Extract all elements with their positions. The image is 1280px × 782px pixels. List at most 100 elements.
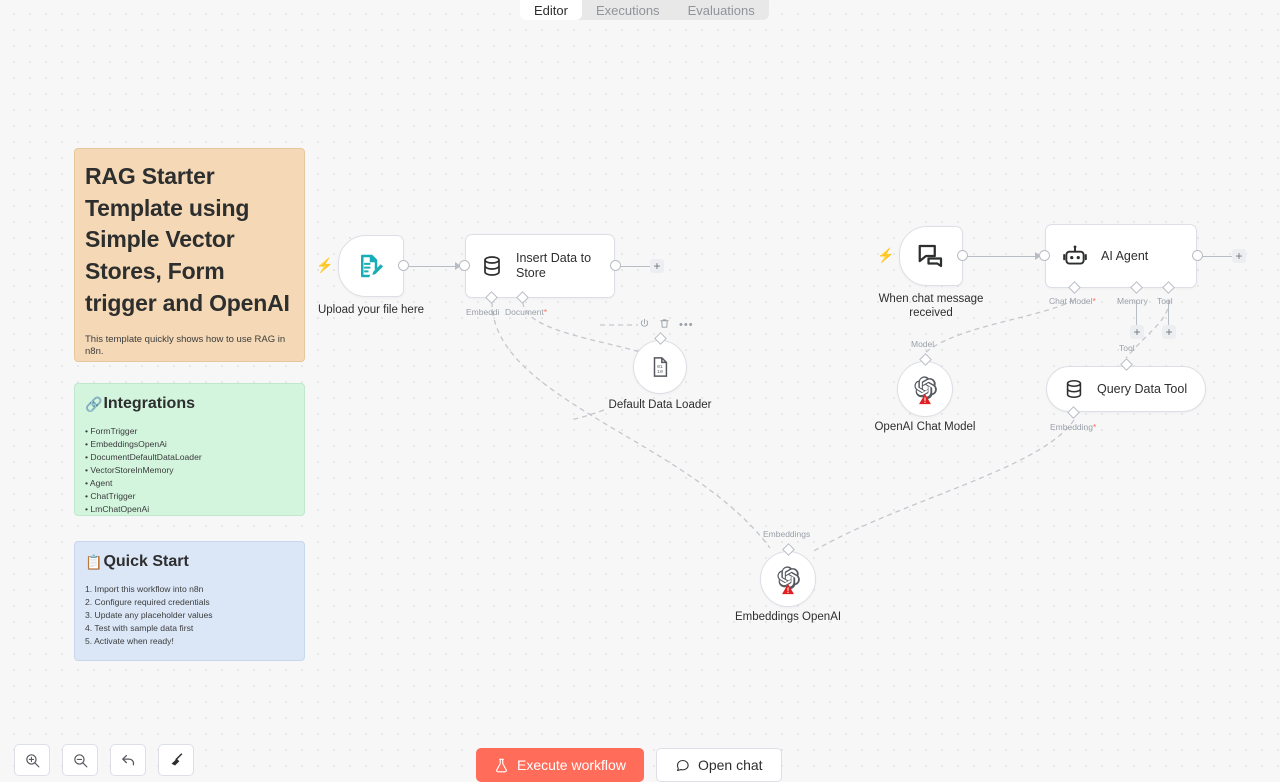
tab-evaluations[interactable]: Evaluations [674,0,769,20]
insert-data-embedding-label: Embeddi [466,307,500,317]
tidy-up-button[interactable] [158,744,194,776]
data-loader-toolbar[interactable]: ••• [639,317,694,333]
sticky-note-title-text: RAG Starter Template using Simple Vector… [85,161,294,320]
query-data-tool-top-label: Tool [1119,343,1135,353]
database-icon [1063,378,1085,400]
zoom-in-icon [24,752,41,769]
zoom-out-button[interactable] [62,744,98,776]
node-query-data-tool[interactable]: Query Data Tool Tool Embedding* [1046,366,1206,412]
chat-trigger-box[interactable] [899,226,963,286]
workflow-action-buttons[interactable]: Execute workflow Open chat [476,748,782,782]
power-icon[interactable] [639,317,650,333]
ai-agent-box[interactable]: AI Agent [1045,224,1197,288]
node-default-data-loader[interactable]: ••• 01 10 Default Data Loader [633,340,687,394]
tab-editor[interactable]: Editor [520,0,582,20]
ai-agent-input-port[interactable] [1039,250,1050,261]
ai-agent-title: AI Agent [1101,249,1148,264]
list-item: • LmChatOpenAi [85,503,294,516]
sticky-note-quickstart[interactable]: 📋 Quick Start 1. Import this workflow in… [74,541,305,661]
chat-trigger-label: When chat message received [846,292,1016,321]
warning-icon [919,393,932,405]
list-item: • Agent [85,477,294,490]
openai-chat-model-label: OpenAI Chat Model [850,420,1000,434]
wire-chattrigger-to-agent [965,256,1043,257]
clipboard-icon: 📋 [85,555,102,569]
more-icon[interactable]: ••• [679,320,694,331]
query-data-tool-title: Query Data Tool [1097,382,1187,397]
node-ai-agent[interactable]: AI Agent Chat Model* Memory Tool [1045,224,1197,288]
execute-workflow-button[interactable]: Execute workflow [476,748,644,782]
canvas-zoom-controls[interactable] [14,744,194,776]
svg-text:10: 10 [657,369,663,375]
insert-data-input-port[interactable] [459,260,470,271]
quickstart-heading: 📋 Quick Start [85,554,294,570]
ai-agent-chatmodel-label: Chat Model* [1049,296,1096,306]
chat-icon [675,758,690,773]
reset-zoom-button[interactable] [110,744,146,776]
list-item: 4. Test with sample data first [85,622,294,635]
ai-agent-memory-label: Memory [1117,296,1148,306]
open-chat-button[interactable]: Open chat [656,748,782,782]
query-data-tool-embedding-label: Embedding* [1050,422,1096,432]
add-memory-node-button[interactable]: + [1130,325,1144,339]
list-item: 1. Import this workflow into n8n [85,583,294,596]
node-embeddings-openai[interactable]: Embeddings Embeddings OpenAI [760,551,816,607]
ai-agent-tool-label: Tool [1157,296,1173,306]
node-chat-trigger[interactable]: ⚡ When chat message received [899,226,963,286]
insert-data-title: Insert Data to Store [516,251,591,281]
zoom-in-button[interactable] [14,744,50,776]
node-form-trigger[interactable]: ⚡ Upload your file here [338,235,404,297]
workflow-tabbar[interactable]: Editor Executions Evaluations [520,0,769,20]
openai-chat-model-box[interactable] [897,361,953,417]
node-insert-data-to-store[interactable]: Insert Data to Store Embeddi Document* [465,234,615,298]
chat-trigger-output-port[interactable] [957,250,968,261]
wire-agent-to-plus [1198,256,1234,257]
wire-insert-to-plus [620,266,652,267]
execute-workflow-label: Execute workflow [517,757,626,773]
reset-zoom-icon [120,752,137,769]
embeddings-openai-port-label: Embeddings [763,529,810,539]
integrations-list: • FormTrigger • EmbeddingsOpenAi • Docum… [85,425,294,516]
add-node-after-insert-button[interactable]: + [650,259,664,273]
node-openai-chat-model[interactable]: Model OpenAI Chat Model [897,361,953,417]
sticky-note-title-subtitle: This template quickly shows how to use R… [85,334,294,360]
list-item: • EmbeddingsOpenAi [85,438,294,451]
list-item: 3. Update any placeholder values [85,609,294,622]
form-trigger-output-port[interactable] [398,260,409,271]
add-tool-node-button[interactable]: + [1162,325,1176,339]
openai-chat-model-port-label: Model [911,339,934,349]
insert-data-output-port[interactable] [610,260,621,271]
chat-bubbles-icon [916,241,946,271]
insert-data-document-label: Document* [505,307,547,317]
add-node-after-agent-button[interactable]: + [1232,249,1246,263]
tidy-up-broom-icon [168,752,185,769]
link-icon: 🔗 [85,397,102,411]
integrations-heading-text: Integrations [103,396,195,412]
insert-data-box[interactable]: Insert Data to Store [465,234,615,298]
list-item: • FormTrigger [85,425,294,438]
trash-icon[interactable] [659,317,670,333]
svg-text:01: 01 [657,364,663,370]
data-loader-box[interactable]: 01 10 [633,340,687,394]
quickstart-list: 1. Import this workflow into n8n 2. Conf… [85,583,294,648]
flask-icon [494,758,509,773]
sticky-note-title[interactable]: RAG Starter Template using Simple Vector… [74,148,305,362]
list-item: • ChatTrigger [85,490,294,503]
form-trigger-box[interactable] [338,235,404,297]
data-loader-label: Default Data Loader [585,398,735,412]
trigger-bolt-icon: ⚡ [877,248,894,262]
quickstart-heading-text: Quick Start [103,554,188,570]
ai-agent-output-port[interactable] [1192,250,1203,261]
embeddings-openai-label: Embeddings OpenAI [713,610,863,624]
embeddings-openai-box[interactable] [760,551,816,607]
warning-icon [782,583,795,595]
form-trigger-label: Upload your file here [286,303,456,317]
list-item: • DocumentDefaultDataLoader [85,451,294,464]
sticky-note-integrations[interactable]: 🔗 Integrations • FormTrigger • Embedding… [74,383,305,516]
query-data-tool-box[interactable]: Query Data Tool [1046,366,1206,412]
trigger-bolt-icon: ⚡ [316,258,333,272]
open-chat-label: Open chat [698,757,763,773]
tab-executions[interactable]: Executions [582,0,674,20]
integrations-heading: 🔗 Integrations [85,396,294,412]
